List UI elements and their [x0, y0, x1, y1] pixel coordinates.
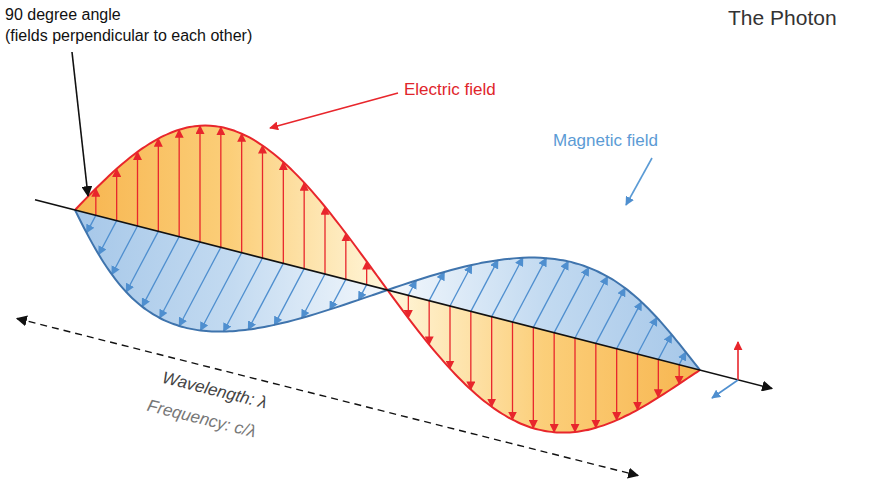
magnetic-arrow [679, 352, 686, 365]
magnetic-arrow [274, 269, 304, 325]
electric-arrow [283, 162, 284, 263]
magnetic-arrow [575, 277, 608, 338]
electric-arrow [595, 343, 596, 427]
magnetic-arrow [126, 231, 158, 292]
leader-arrow [72, 52, 88, 196]
magnetic-arrow [248, 263, 283, 329]
electric-curve [75, 126, 700, 433]
diagram-title: The Photon [728, 6, 837, 30]
magnetic-arrow [617, 302, 642, 349]
magnetic-arrow [492, 258, 523, 317]
leader-arrow [270, 93, 398, 128]
electric-arrow [220, 127, 221, 247]
electric-arrow [679, 365, 680, 384]
magnetic-arrow [471, 260, 498, 311]
magnetic-arrow [179, 247, 221, 326]
electric-arrow [512, 322, 513, 420]
wavelength-dimension [17, 319, 638, 476]
propagation-axis [35, 200, 772, 389]
field-label: Magnetic field [553, 131, 658, 151]
callout-text: 90 degree angle [5, 6, 121, 24]
magnetic-arrow [142, 237, 179, 307]
electric-arrow [637, 354, 638, 410]
electric-arrow [470, 311, 471, 389]
electric-arrow [158, 139, 159, 232]
callout-text: (fields perpendicular to each other) [5, 27, 252, 45]
wave-group [75, 126, 700, 433]
electric-arrow [199, 126, 200, 242]
magnetic-arrow [658, 334, 671, 359]
magnetic-vector [712, 380, 738, 398]
magnetic-arrow [200, 253, 241, 331]
electric-arrow [491, 317, 492, 407]
magnetic-arrow [533, 261, 568, 327]
magnetic-arrow [112, 226, 138, 274]
electric-arrow [658, 359, 659, 397]
magnetic-arrow [596, 288, 625, 343]
electric-arrow [179, 130, 180, 237]
electric-fill [75, 126, 700, 433]
magnetic-arrow [87, 215, 96, 232]
electric-arrow [324, 207, 325, 274]
magnetic-arrow [160, 242, 200, 318]
electric-arrow [449, 306, 450, 369]
magnetic-arrow [450, 265, 472, 306]
electric-arrow [366, 261, 367, 284]
electric-arrow [116, 169, 117, 221]
magnetic-arrow [224, 258, 263, 332]
electric-arrow [304, 183, 305, 269]
leader-arrow [626, 158, 652, 205]
electric-arrow [408, 295, 409, 318]
electric-arrow [241, 134, 242, 253]
electric-vector [737, 342, 739, 380]
electric-arrow [429, 301, 430, 345]
electric-arrow [574, 338, 575, 432]
electric-arrow [554, 333, 555, 433]
field-label: Electric field [404, 80, 496, 100]
electric-arrow [95, 189, 96, 216]
magnetic-arrow [99, 221, 117, 255]
electric-arrow [616, 349, 617, 420]
electric-arrow [262, 145, 263, 258]
electric-arrow [137, 152, 138, 226]
electric-arrow [533, 327, 534, 428]
electric-arrow [345, 233, 346, 279]
magnetic-arrow [638, 318, 657, 354]
